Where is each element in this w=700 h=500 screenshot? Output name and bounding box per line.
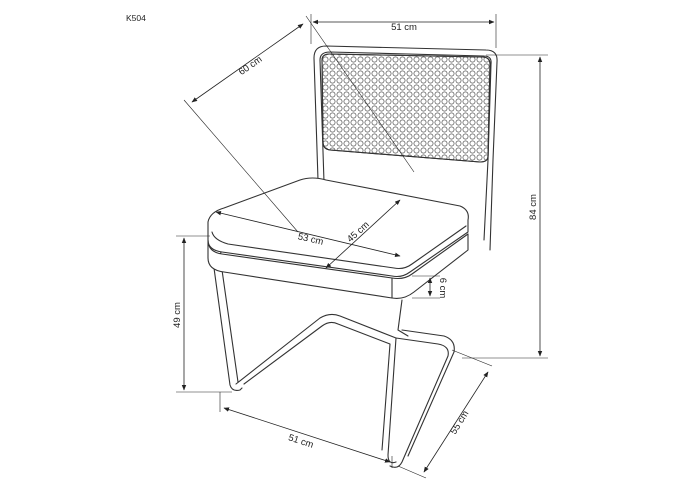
base-runner-left-inner [243,321,391,451]
base-runner-left [235,313,397,464]
rear-leg-tube [397,299,409,337]
dim-total-depth: 55 cm [397,349,493,479]
label-seat-height: 49 cm [172,302,183,328]
dim-base-width: 51 cm [219,392,393,468]
label-back-height: 60 cm [237,54,265,78]
label-seat-thickness: 6 cm [437,278,448,299]
dim-seat-height: 49 cm [172,235,232,393]
dim-total-height: 84 cm [462,54,548,359]
back-frame-left-tube [313,45,498,251]
chair-drawing [207,45,498,468]
seat-cushion [207,177,469,299]
back-frame-inner-post [319,59,325,183]
base-runner-right-inner [401,329,455,457]
back-frame-inner [319,51,492,241]
front-leg-tube [213,249,243,391]
product-code: K504 [126,13,146,23]
dim-seat-thickness: 6 cm [412,275,448,299]
back-frame-left-post [313,57,319,181]
cane-backrest [321,53,491,163]
base-runner-right [389,337,449,468]
label-back-width: 51 cm [391,22,417,33]
label-base-width: 51 cm [287,432,315,450]
dim-back-width: 51 cm [310,14,497,48]
label-total-height: 84 cm [528,194,539,220]
label-total-depth: 55 cm [448,409,471,437]
